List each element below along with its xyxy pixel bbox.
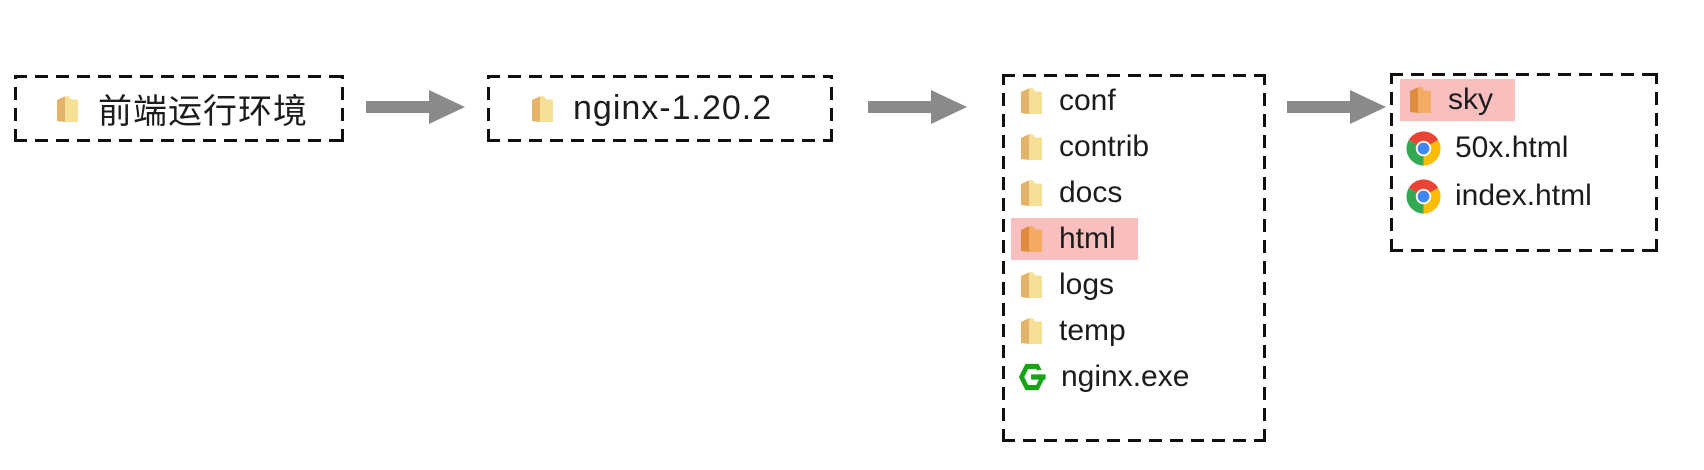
nginx-folder-label: nginx-1.20.2 <box>573 89 773 127</box>
folder-icon <box>1016 131 1046 163</box>
folder-icon <box>52 93 82 125</box>
file-entry: docs <box>1011 172 1144 214</box>
file-row: docs <box>1011 170 1266 216</box>
folder-icon <box>1016 177 1046 209</box>
file-row: 50x.html <box>1400 124 1658 172</box>
folder-icon <box>1405 84 1435 116</box>
file-entry: 50x.html <box>1400 126 1590 171</box>
folder-icon <box>1016 85 1046 117</box>
file-label: temp <box>1059 314 1126 347</box>
file-label: docs <box>1059 176 1123 209</box>
file-entry: nginx.exe <box>1011 356 1211 398</box>
arrow-right-icon <box>1287 90 1386 124</box>
chrome-icon <box>1405 130 1442 167</box>
file-row-highlighted: sky <box>1400 76 1658 124</box>
nginx-logo-icon <box>1016 362 1048 392</box>
file-label: sky <box>1448 83 1493 116</box>
file-entry: temp <box>1011 310 1148 352</box>
step-nginx-contents: conf contrib <box>1002 74 1266 442</box>
file-row: temp <box>1011 308 1266 354</box>
file-row: index.html <box>1400 172 1658 220</box>
file-entry-highlight: html <box>1011 218 1138 260</box>
folder-icon <box>1016 269 1046 301</box>
file-label: index.html <box>1455 179 1592 212</box>
file-entry-highlight: sky <box>1400 79 1515 121</box>
file-label: conf <box>1059 84 1116 117</box>
file-label: logs <box>1059 268 1115 301</box>
chrome-icon <box>1405 178 1442 215</box>
file-row: logs <box>1011 262 1266 308</box>
arrow-right-icon <box>868 90 967 124</box>
file-row: nginx.exe <box>1011 354 1266 400</box>
file-entry: contrib <box>1011 126 1171 168</box>
folder-icon <box>1016 223 1046 255</box>
folder-icon <box>1016 315 1046 347</box>
file-entry: index.html <box>1400 174 1614 219</box>
step-nginx-folder: nginx-1.20.2 <box>487 75 833 142</box>
file-row: conf <box>1011 78 1266 124</box>
file-label: html <box>1059 222 1116 255</box>
file-entry: logs <box>1011 264 1136 306</box>
file-row-highlighted: html <box>1011 216 1266 262</box>
step-html-contents: sky 50x.html <box>1390 73 1658 252</box>
file-label: 50x.html <box>1455 131 1569 164</box>
file-label: contrib <box>1059 130 1150 163</box>
file-entry: conf <box>1011 80 1138 122</box>
file-label: nginx.exe <box>1061 360 1190 393</box>
root-folder-label: 前端运行环境 <box>98 93 308 131</box>
folder-icon <box>527 93 557 125</box>
arrow-right-icon <box>366 90 465 124</box>
file-row: contrib <box>1011 124 1266 170</box>
step-root-folder: 前端运行环境 <box>14 75 344 142</box>
